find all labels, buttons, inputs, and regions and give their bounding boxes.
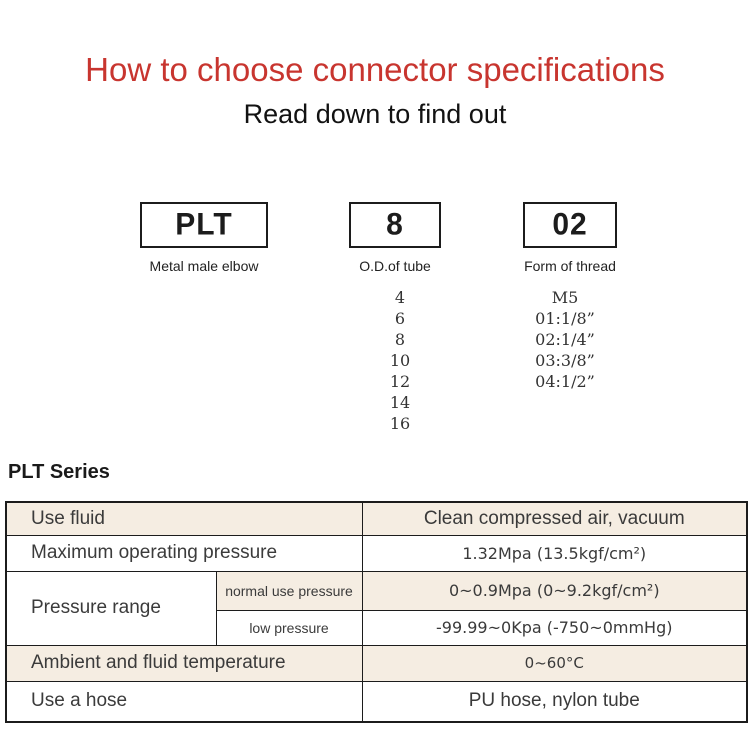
thread-form-option: 02:1/4” xyxy=(535,330,595,349)
spec-row-temperature: Ambient and fluid temperature 0~60°C xyxy=(5,644,748,682)
thread-form-option: M5 xyxy=(551,288,579,307)
tube-size-code: 8 xyxy=(386,207,404,242)
temperature-label-cell: Ambient and fluid temperature xyxy=(5,644,363,682)
model-prefix-box: PLT xyxy=(140,202,268,248)
tube-size-option: 4 xyxy=(394,288,406,307)
normal-pressure-label-cell: normal use pressure xyxy=(215,570,363,611)
spec-table: Use fluid Clean compressed air, vacuum M… xyxy=(5,501,749,723)
spec-row-pressure-normal: Pressure range normal use pressure 0~0.9… xyxy=(5,570,748,646)
tube-size-option: 6 xyxy=(394,309,406,328)
thread-form-code: 02 xyxy=(552,207,588,242)
tube-size-option: 8 xyxy=(394,330,406,349)
spec-row-use-fluid: Use fluid Clean compressed air, vacuum xyxy=(5,501,748,536)
page-title: How to choose connector specifications xyxy=(85,51,665,88)
temperature-value-cell: 0~60°C xyxy=(361,644,748,682)
tube-size-option: 14 xyxy=(389,393,411,412)
spec-row-pressure-low: low pressure -99.99~0Kpa (-750~0mmHg) xyxy=(6,609,748,646)
thread-form-option: 03:3/8” xyxy=(535,351,595,370)
pressure-range-label-cell: Pressure range xyxy=(5,570,217,646)
thread-form-label: Form of thread xyxy=(524,258,616,274)
tube-size-option: 12 xyxy=(389,372,411,391)
spec-row-max-pressure: Maximum operating pressure 1.32Mpa (13.5… xyxy=(5,534,748,572)
normal-pressure-value-cell: 0~0.9Mpa (0~9.2kgf/cm²) xyxy=(361,570,748,611)
spec-row-hose: Use a hose PU hose, nylon tube xyxy=(5,680,748,723)
model-prefix-code: PLT xyxy=(175,207,233,242)
tube-size-option: 16 xyxy=(389,414,411,433)
thread-form-option: 04:1/2” xyxy=(535,372,595,391)
series-heading: PLT Series xyxy=(8,461,110,483)
max-pressure-label-cell: Maximum operating pressure xyxy=(5,534,363,572)
low-pressure-label-cell: low pressure xyxy=(215,609,363,646)
thread-form-box: 02 xyxy=(523,202,617,248)
hose-value-cell: PU hose, nylon tube xyxy=(361,680,748,723)
low-pressure-value-cell: -99.99~0Kpa (-750~0mmHg) xyxy=(361,609,748,646)
max-pressure-value-cell: 1.32Mpa (13.5kgf/cm²) xyxy=(361,534,748,572)
tube-size-label: O.D.of tube xyxy=(359,258,431,274)
use-fluid-label-cell: Use fluid xyxy=(5,501,363,536)
page-subtitle: Read down to find out xyxy=(243,99,507,129)
tube-size-option: 10 xyxy=(389,351,411,370)
tube-size-options: 4 6 8 10 12 14 16 xyxy=(330,287,470,434)
model-prefix-label: Metal male elbow xyxy=(149,258,259,274)
hose-label-cell: Use a hose xyxy=(5,680,363,723)
thread-form-options: M5 01:1/8” 02:1/4” 03:3/8” 04:1/2” xyxy=(495,287,635,392)
use-fluid-value-cell: Clean compressed air, vacuum xyxy=(361,501,748,536)
tube-size-box: 8 xyxy=(349,202,441,248)
thread-form-option: 01:1/8” xyxy=(535,309,595,328)
